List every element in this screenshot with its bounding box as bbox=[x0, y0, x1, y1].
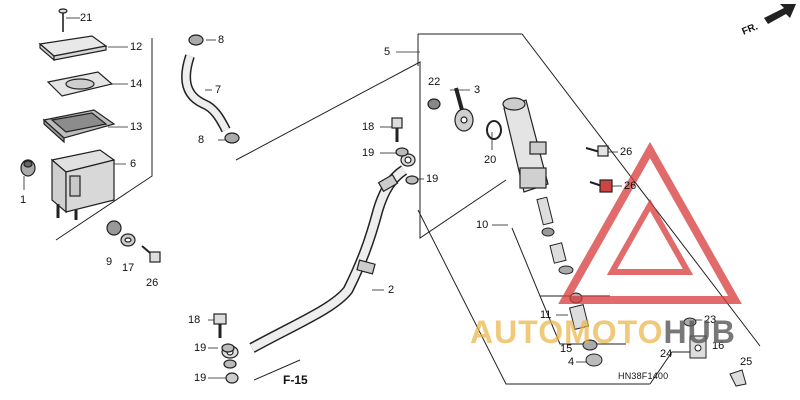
callout-19: 19 bbox=[362, 147, 375, 159]
reservoir-hose bbox=[181, 34, 240, 144]
piston-set bbox=[536, 196, 603, 367]
callout-26: 26 bbox=[620, 146, 633, 158]
callout-20: 20 bbox=[484, 154, 497, 166]
diagram-code: HN38F1400 bbox=[618, 371, 669, 381]
reservoir-assembly bbox=[20, 8, 161, 263]
callout-14: 14 bbox=[130, 78, 143, 90]
callout-5: 5 bbox=[384, 46, 391, 58]
watermark-part-1: AUTO bbox=[470, 314, 565, 350]
callout-8: 8 bbox=[218, 34, 225, 46]
callout-26: 26 bbox=[146, 277, 159, 289]
callout-12: 12 bbox=[130, 41, 143, 53]
brake-hose bbox=[221, 153, 416, 384]
callout-11: 11 bbox=[540, 309, 552, 321]
clevis-set bbox=[683, 317, 747, 387]
callout-26: 26 bbox=[624, 180, 637, 192]
watermark-logo bbox=[558, 141, 742, 304]
watermark-part-3: HUB bbox=[663, 314, 736, 350]
watermark-part-2: MOTO bbox=[564, 314, 664, 350]
callout-6: 6 bbox=[130, 158, 137, 170]
callout-7: 7 bbox=[215, 84, 222, 96]
watermark-text: AUTOMOTOHUB bbox=[470, 314, 736, 351]
callout-10: 10 bbox=[476, 219, 489, 231]
page-reference: F-15 bbox=[283, 373, 308, 387]
callout-9: 9 bbox=[106, 256, 113, 268]
callout-21: 21 bbox=[80, 12, 93, 24]
group-outline-lines bbox=[55, 33, 761, 385]
callout-17: 17 bbox=[122, 262, 135, 274]
callout-23: 23 bbox=[704, 314, 717, 326]
callout-18: 18 bbox=[188, 314, 201, 326]
callout-19: 19 bbox=[194, 342, 207, 354]
master-cylinder bbox=[427, 87, 613, 193]
callout-2: 2 bbox=[388, 284, 395, 296]
callout-4: 4 bbox=[568, 356, 575, 368]
callout-1: 1 bbox=[20, 194, 27, 206]
callout-19: 19 bbox=[194, 372, 207, 384]
callout-8: 8 bbox=[198, 134, 205, 146]
callout-18: 18 bbox=[362, 121, 375, 133]
callout-25: 25 bbox=[740, 356, 753, 368]
callout-15: 15 bbox=[560, 343, 573, 355]
callout-16: 16 bbox=[712, 340, 725, 352]
callout-24: 24 bbox=[660, 348, 673, 360]
front-direction-arrow bbox=[764, 4, 796, 24]
callout-13: 13 bbox=[130, 121, 143, 133]
callout-19: 19 bbox=[426, 173, 439, 185]
callout-3: 3 bbox=[474, 84, 481, 96]
banjo-bolts bbox=[213, 117, 419, 353]
callout-22: 22 bbox=[428, 76, 441, 88]
